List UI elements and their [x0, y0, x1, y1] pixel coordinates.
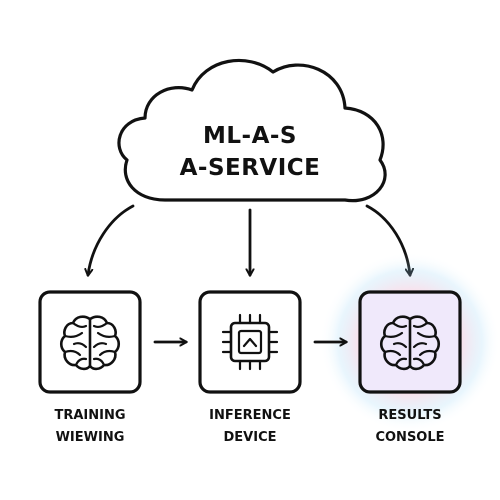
results-label: RESULTS CONSOLE	[335, 405, 485, 449]
arrow-cloud-to-training	[88, 204, 135, 275]
results-label-line1: RESULTS	[378, 408, 442, 423]
inference-label-line1: INFERENCE	[209, 408, 291, 423]
training-label-line1: TRAINING	[54, 408, 126, 423]
results-label-line2: CONSOLE	[375, 430, 445, 445]
chip-icon	[221, 313, 279, 371]
training-label-line2: WIEWING	[55, 430, 125, 445]
inference-label-line2: DEVICE	[223, 430, 277, 445]
cloud-shape	[117, 58, 387, 203]
inference-label: INFERENCE DEVICE	[175, 405, 325, 449]
cloud-title-line2: A-SERVICE	[179, 155, 321, 181]
cloud-title-line1: ML-A-S	[202, 123, 297, 149]
training-label: TRAINING WIEWING	[15, 405, 165, 449]
